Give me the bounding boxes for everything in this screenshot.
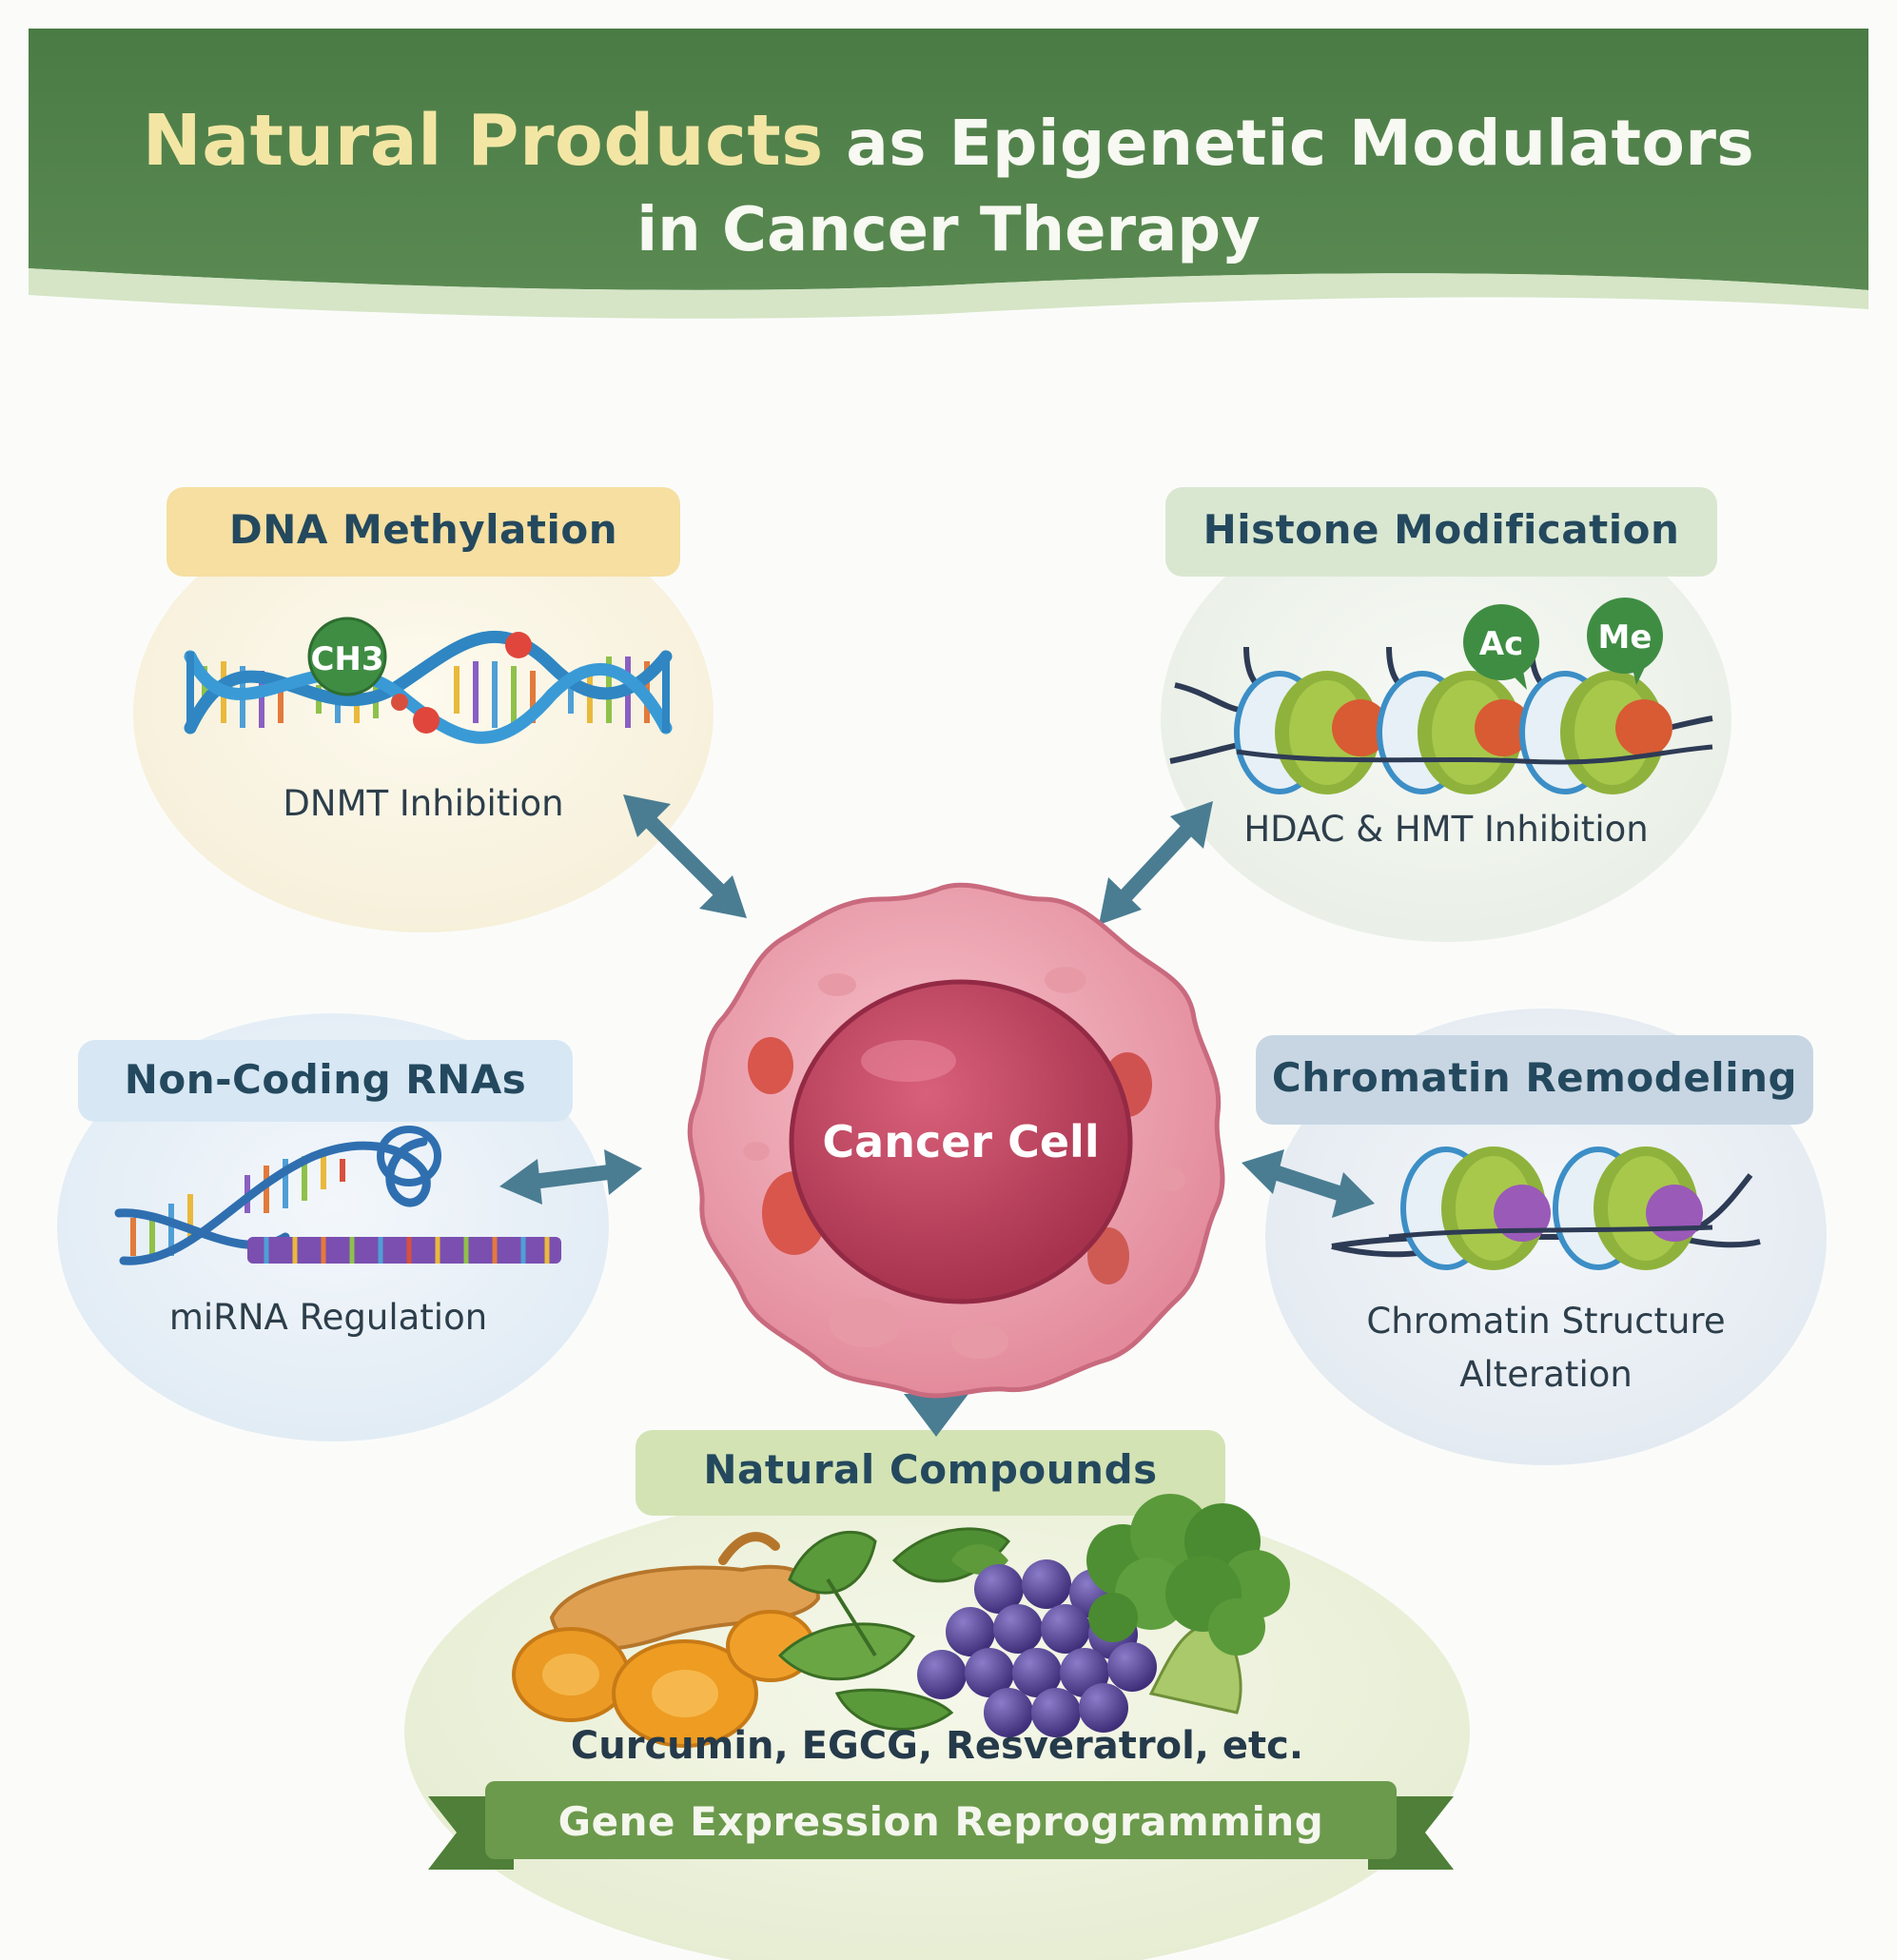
methyl-group-icon [307, 617, 387, 696]
methyl-tag-icon: Me [1587, 598, 1663, 685]
svg-text:Me: Me [1598, 618, 1653, 657]
mirna-icon [114, 1126, 561, 1265]
page-title: Natural Products as Epigenetic Modulator… [0, 100, 1897, 182]
nucleosome-chain-icon [1169, 646, 1713, 794]
noncoding-rnas-title: Non-Coding RNAs [124, 1056, 527, 1103]
natural-compounds-pill [636, 1430, 1225, 1516]
chromatin-fiber-icon [1331, 1147, 1761, 1270]
noncoding-rnas-caption: miRNA Regulation [168, 1297, 488, 1338]
histone-modification-title: Histone Modification [1203, 506, 1680, 553]
title-accent: Natural Products [142, 100, 824, 182]
chromatin-remodeling-title: Chromatin Remodeling [1271, 1054, 1798, 1101]
histone-modification-module: Ac Me [1161, 487, 1731, 942]
outcome-ribbon [428, 1781, 1454, 1870]
svg-text:Ac: Ac [1479, 625, 1523, 663]
svg-text:CH3: CH3 [310, 640, 383, 678]
chromatin-remodeling-caption-line2: Alteration [1459, 1354, 1633, 1395]
acetyl-tag-icon: Ac [1463, 604, 1539, 690]
header-banner [29, 29, 1868, 319]
natural-compounds-module [404, 1430, 1470, 1960]
dna-methylation-caption: DNMT Inhibition [283, 783, 564, 824]
dna-helix-icon: CH3 [184, 617, 673, 744]
compound-examples: Curcumin, EGCG, Resveratrol, etc. [570, 1724, 1304, 1768]
dna-methylation-title: DNA Methylation [228, 506, 618, 553]
page-subtitle: in Cancer Therapy [636, 195, 1261, 265]
chromatin-remodeling-module [1256, 1009, 1827, 1465]
noncoding-rnas-module [57, 1013, 609, 1441]
broccoli-icon [1086, 1494, 1290, 1715]
histone-modification-pill [1165, 487, 1717, 577]
arrow-dna-methylation-icon [623, 794, 747, 918]
turmeric-icon [512, 1532, 821, 1748]
arrows [499, 794, 1375, 1437]
outcome-banner-label: Gene Expression Reprogramming [557, 1798, 1324, 1845]
chromatin-remodeling-caption-line1: Chromatin Structure [1366, 1301, 1726, 1342]
dna-methylation-pill [166, 487, 680, 577]
cancer-cell-icon [687, 882, 1225, 1399]
cancer-cell-label: Cancer Cell [822, 1116, 1100, 1167]
arrow-chromatin-remodeling-icon [1242, 1149, 1375, 1218]
natural-compounds-title: Natural Compounds [703, 1446, 1158, 1493]
arrow-noncoding-rnas-icon [499, 1149, 642, 1205]
dna-methylation-module: CH3 [133, 487, 714, 932]
chromatin-remodeling-pill [1256, 1035, 1813, 1125]
histone-modification-caption: HDAC & HMT Inhibition [1243, 809, 1649, 850]
noncoding-rnas-pill [78, 1040, 573, 1122]
arrow-histone-modification-icon [1099, 801, 1213, 925]
title-rest: as Epigenetic Modulators [823, 107, 1755, 180]
